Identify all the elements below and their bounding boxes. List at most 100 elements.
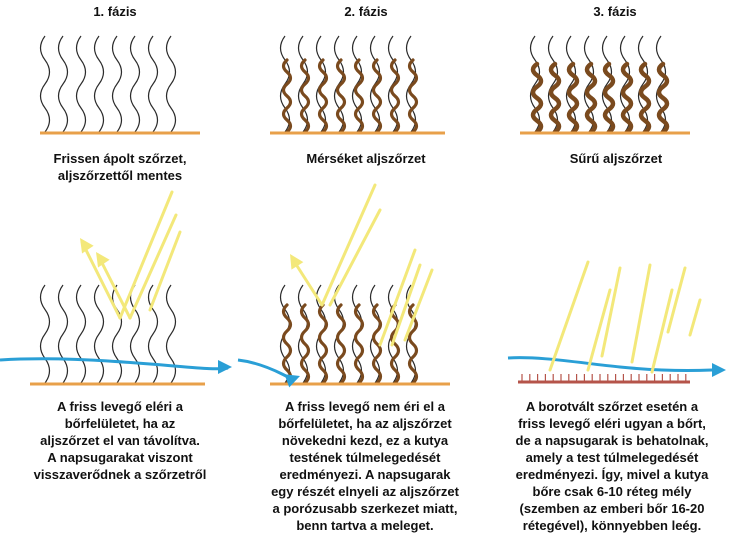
undercoat-curl xyxy=(389,303,401,385)
guard-hair xyxy=(165,35,177,133)
guard-hair xyxy=(39,284,51,384)
phase-2-description-line: a porózusabb szerkezet miatt, xyxy=(272,501,458,516)
sun-ray-arrowhead xyxy=(290,254,304,270)
undercoat-curl xyxy=(353,58,365,134)
undercoat-curl xyxy=(281,303,293,385)
air-flow-arrow xyxy=(507,356,713,373)
phase-3-description-line: amely a test túlmelegedését xyxy=(525,450,699,465)
guard-hair xyxy=(129,35,141,133)
undercoat-layer xyxy=(281,58,670,385)
sun-ray xyxy=(390,263,422,347)
sun-ray xyxy=(148,230,182,312)
undercoat-curl xyxy=(299,303,311,385)
guard-hair xyxy=(57,284,69,384)
undercoat-curl xyxy=(317,303,329,385)
phase-3-caption: Sűrű aljszőrzet xyxy=(506,150,726,167)
guard-hair xyxy=(637,35,649,133)
undercoat-curl xyxy=(371,58,383,134)
undercoat-curl xyxy=(299,58,311,134)
guard-hair xyxy=(147,35,159,133)
phase-3-description-line: de a napsugarak is behatolnak, xyxy=(515,433,709,448)
undercoat-curl xyxy=(602,61,616,135)
undercoat-curl xyxy=(530,61,544,135)
guard-hair xyxy=(165,284,177,384)
phase-2-title: 2. fázis xyxy=(344,4,388,19)
phase-2-description-line: eredményezi. A napsugarak xyxy=(279,467,451,482)
air-flow-arrowhead xyxy=(284,374,300,388)
phase-1-caption: Frissen ápolt szőrzet, aljszőrzettől men… xyxy=(10,150,230,184)
phase-1-title: 1. fázis xyxy=(93,4,137,19)
phase-1-description-line: visszaverődnek a szőrzetről xyxy=(33,467,207,482)
phase-2-caption: Mérséket aljszőrzet xyxy=(256,150,476,167)
guard-hair xyxy=(93,284,105,384)
undercoat-curl xyxy=(584,61,598,135)
guard-hair xyxy=(583,35,595,133)
phase-2-description-line: növekedni kezd, ez a kutya xyxy=(281,433,449,448)
sun-ray xyxy=(548,260,590,372)
air-flow-arrowhead xyxy=(218,360,232,374)
sun-ray xyxy=(96,253,132,320)
phase-2-description-line: benn tartva a meleget. xyxy=(296,518,434,533)
phase-1-description-line: bőrfelületet, ha az xyxy=(64,416,176,431)
sun-ray xyxy=(650,288,674,374)
sun-ray xyxy=(320,183,377,307)
undercoat-curl xyxy=(548,61,562,135)
guard-hair xyxy=(39,35,51,133)
undercoat-curl xyxy=(371,303,383,385)
phase-3-description-line: bőre csak 6-10 réteg mély xyxy=(532,484,692,499)
undercoat-curl xyxy=(407,58,419,134)
undercoat-curl xyxy=(566,61,580,135)
sun-ray xyxy=(688,298,702,337)
phase-2-description-line: testének túlmelegedését xyxy=(289,450,441,465)
phase-2-caption-line: Mérséket aljszőrzet xyxy=(306,151,426,166)
sun-ray-arrowhead xyxy=(80,238,94,254)
sun-ray xyxy=(630,263,652,364)
phase-1-caption-line: aljszőrzettől mentes xyxy=(57,168,183,183)
sun-ray-arrowhead xyxy=(96,252,110,268)
sun-ray xyxy=(80,240,122,320)
phase-3-title: 3. fázis xyxy=(593,4,637,19)
phase-1-description-line: A friss levegő eléri a xyxy=(57,399,183,414)
phase-2-description-line: bőrfelületet, ha az aljszőrzet xyxy=(278,416,452,431)
sun-ray xyxy=(118,190,174,320)
phase-3-caption-line: Sűrű aljszőrzet xyxy=(569,151,663,166)
guard-hair xyxy=(75,284,87,384)
phase-3-description: A borotvált szőrzet esetén a friss leveg… xyxy=(492,398,730,534)
phase-1-description-line: A napsugarakat viszont xyxy=(47,450,193,465)
phase-2-description-line: A friss levegő nem éri el a xyxy=(285,399,445,414)
undercoat-curl xyxy=(335,58,347,134)
sun-ray xyxy=(328,208,382,307)
air-flow-arrow xyxy=(0,357,229,371)
skin-layer xyxy=(30,131,690,386)
undercoat-curl xyxy=(656,61,670,135)
sun-ray xyxy=(403,268,434,342)
guard-hair xyxy=(75,35,87,133)
air-flow-arrowhead xyxy=(712,363,726,377)
undercoat-curl xyxy=(281,58,293,134)
sun-ray xyxy=(128,213,178,320)
guard-hair xyxy=(111,35,123,133)
phase-2-description: A friss levegő nem éri el a bőrfelületet… xyxy=(245,398,485,534)
guard-hair xyxy=(655,35,667,133)
sun-ray-layer xyxy=(80,183,702,374)
guard-hair xyxy=(529,35,541,133)
guard-hair xyxy=(57,35,69,133)
phase-1-description: A friss levegő eléri a bőrfelületet, ha … xyxy=(0,398,240,483)
guard-hair xyxy=(547,35,559,133)
air-flow-layer xyxy=(0,356,726,388)
undercoat-curl xyxy=(389,58,401,134)
phase-3-description-line: A borotvált szőrzet esetén a xyxy=(525,399,699,414)
phase-3-description-line: eredményezi. Így, mivel a kutya xyxy=(515,467,709,482)
undercoat-curl xyxy=(353,303,365,385)
guard-hair xyxy=(93,35,105,133)
sun-ray xyxy=(600,266,622,358)
undercoat-curl xyxy=(620,61,634,135)
sun-ray xyxy=(586,288,612,372)
phase-3-description-line: (szemben az emberi bőr 16-20 xyxy=(519,501,705,516)
undercoat-curl xyxy=(638,61,652,135)
phase-2-description-line: egy részét elnyeli az aljszőrzet xyxy=(271,484,459,499)
guard-hair xyxy=(601,35,613,133)
phase-3-description-line: rétegével), könnyebben leég. xyxy=(522,518,702,533)
phase-3-description-line: friss levegő eléri ugyan a bőrt, xyxy=(518,416,706,431)
